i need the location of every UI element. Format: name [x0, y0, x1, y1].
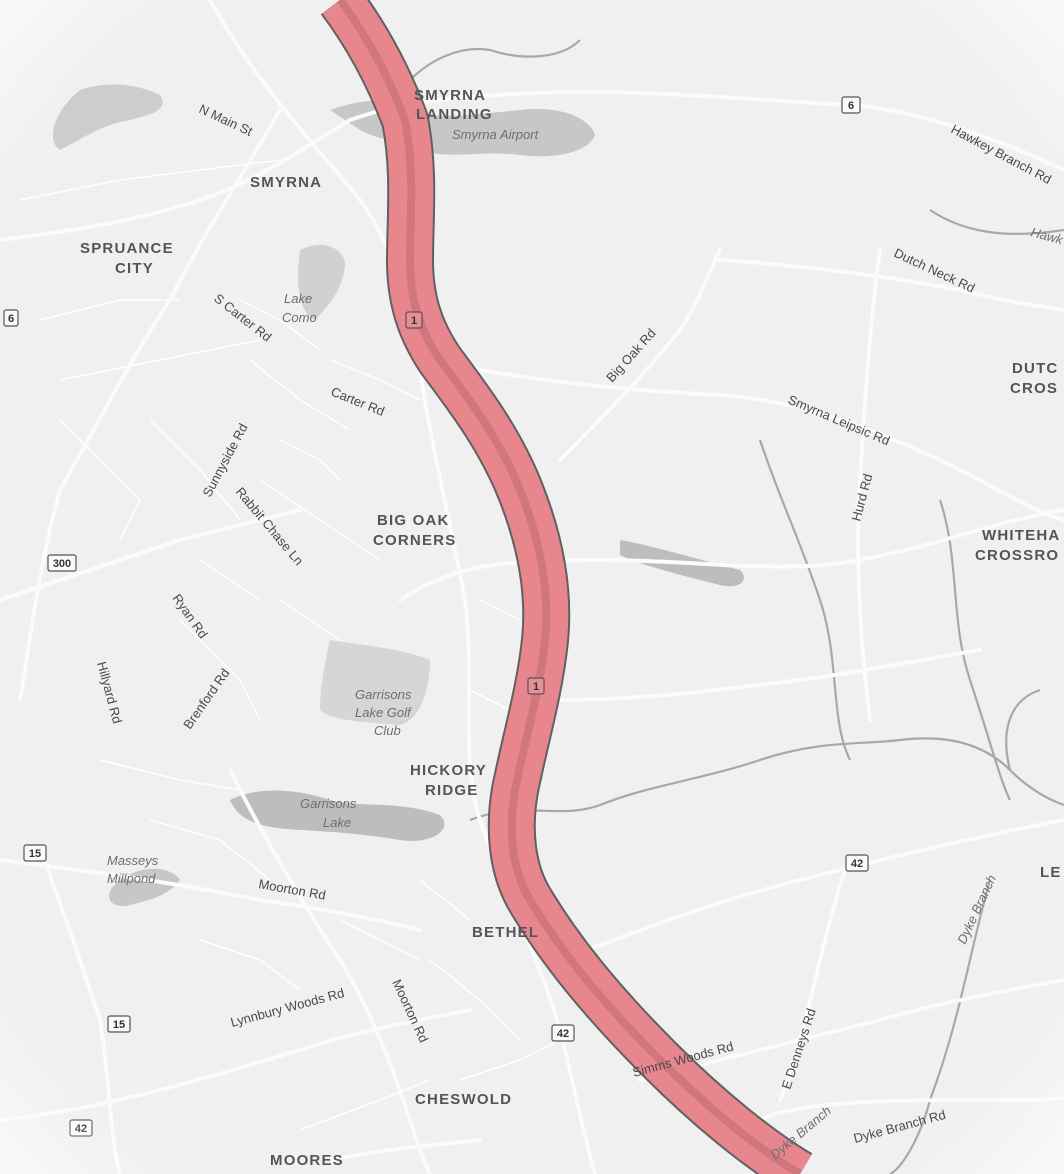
route-shield: 1	[405, 311, 423, 329]
svg-text:6: 6	[848, 100, 854, 112]
place-label-spruance-city: SPRUANCE	[80, 240, 174, 257]
place-label-big-oak-corners: CORNERS	[373, 532, 456, 549]
route-shield: 42	[551, 1024, 575, 1042]
place-label-le: LE	[1040, 864, 1062, 881]
route-shield: 300	[47, 554, 77, 572]
place-label-dutch: CROS	[1010, 380, 1058, 397]
place-label-big-oak-corners: BIG OAK	[377, 512, 450, 529]
route-shield: 42	[69, 1119, 93, 1137]
svg-text:42: 42	[557, 1028, 569, 1040]
place-label-spruance-city: CITY	[115, 260, 154, 277]
place-label-cheswold: CHESWOLD	[415, 1091, 512, 1108]
svg-text:42: 42	[75, 1123, 87, 1135]
place-label-whiteha: WHITEHA	[982, 527, 1060, 544]
route-shield: 15	[107, 1015, 131, 1033]
place-label-hickory-ridge: HICKORY	[410, 762, 487, 779]
place-label-moores: MOORES	[270, 1152, 344, 1169]
route-shield: 6	[841, 96, 861, 114]
place-label-bethel: BETHEL	[472, 924, 539, 941]
water-label-masseys-millpond: Masseys	[107, 853, 159, 868]
water-label-lake-como: Como	[282, 310, 317, 325]
poi-label-golf-club: Lake Golf	[355, 705, 412, 720]
svg-text:15: 15	[113, 1019, 125, 1031]
poi-label-smyrna-airport: Smyrna Airport	[452, 127, 540, 142]
svg-text:6: 6	[8, 313, 14, 325]
place-label-whiteha: CROSSRO	[975, 547, 1059, 564]
poi-label-golf-club: Club	[374, 723, 401, 738]
water-label-masseys-millpond: Millpond	[107, 871, 156, 886]
poi-label-golf-club: Garrisons	[355, 687, 412, 702]
place-label-smyrna: SMYRNA	[250, 174, 322, 191]
water-label-garrisons-lake: Lake	[323, 815, 351, 830]
svg-text:1: 1	[411, 315, 417, 327]
place-label-smyrna-landing: LANDING	[416, 106, 493, 123]
route-shield: 1	[527, 677, 545, 695]
place-label-hickory-ridge: RIDGE	[425, 782, 479, 799]
svg-text:42: 42	[851, 858, 863, 870]
water-label-garrisons-lake: Garrisons	[300, 796, 357, 811]
place-label-dutch: DUTC	[1012, 360, 1058, 377]
water-label-lake-como: Lake	[284, 291, 312, 306]
svg-text:15: 15	[29, 848, 41, 860]
svg-text:1: 1	[533, 681, 539, 693]
route-shield: 6	[3, 309, 19, 327]
place-label-smyrna-landing: SMYRNA	[414, 87, 486, 104]
route-shield: 15	[23, 844, 47, 862]
svg-text:300: 300	[53, 558, 71, 570]
route-shield: 42	[845, 854, 869, 872]
